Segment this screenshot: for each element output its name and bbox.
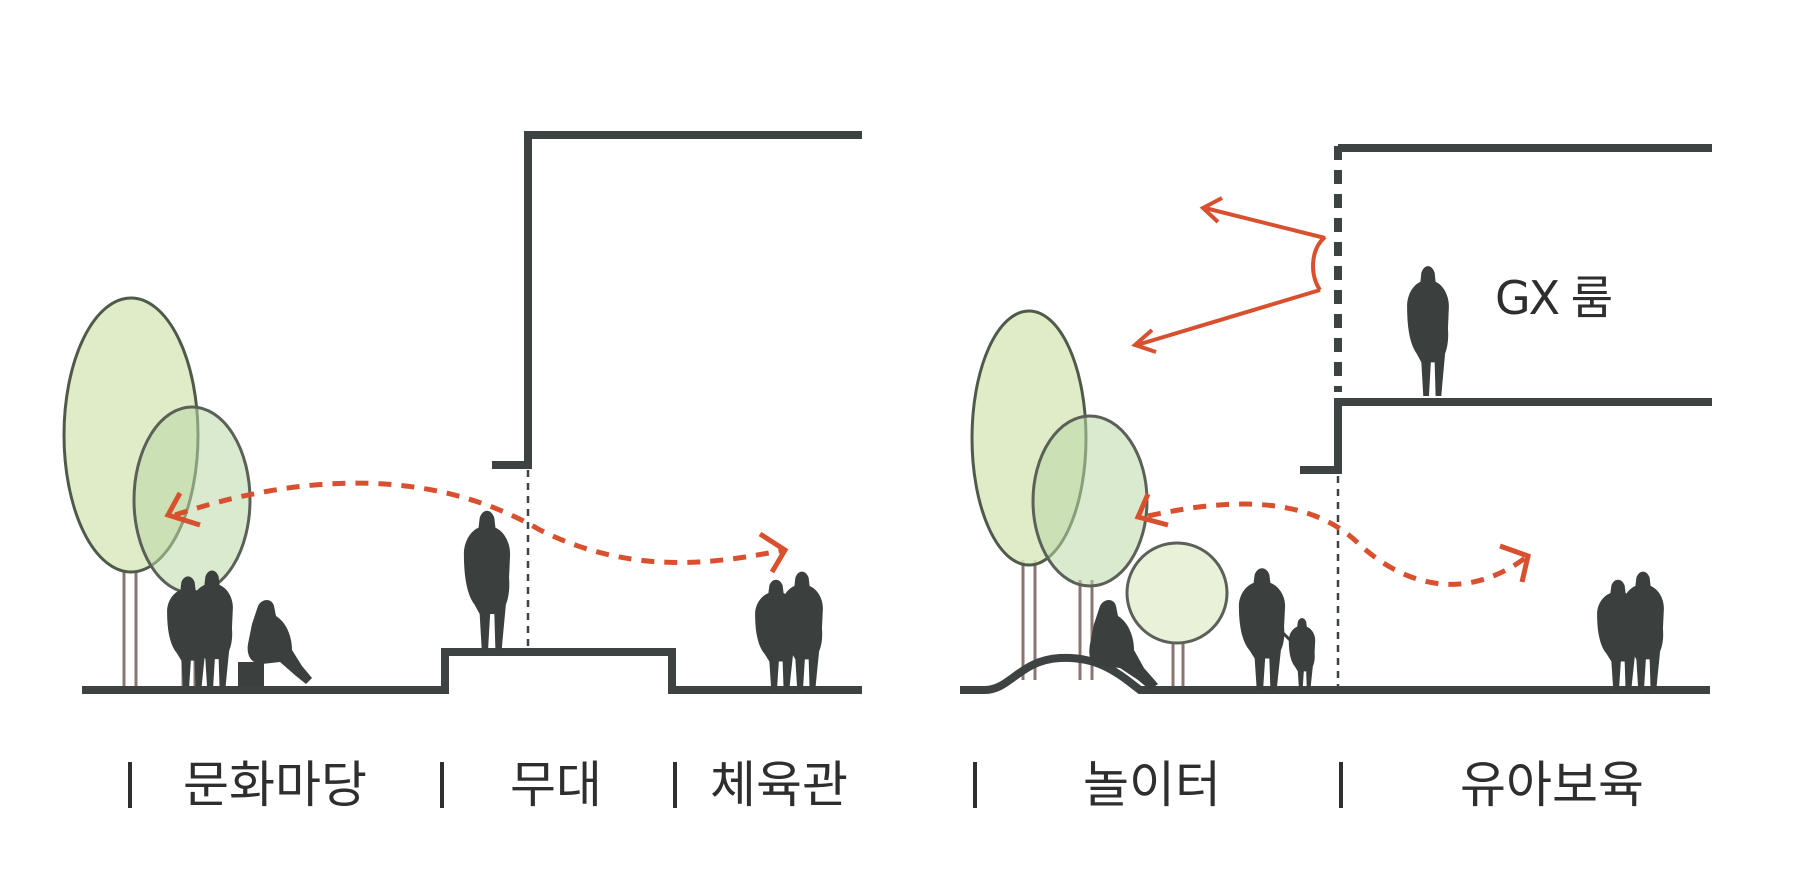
label-separator [1339, 762, 1343, 808]
people-gym [755, 571, 823, 690]
label-playground: 놀이터 [1083, 756, 1221, 814]
adult-and-child [1238, 568, 1316, 690]
label-stage: 무대 [510, 756, 602, 814]
label-culture-plaza: 문화마당 [183, 756, 367, 814]
interaction-arrow-left [164, 480, 789, 574]
view-arrows [1131, 196, 1327, 354]
label-childcare: 유아보육 [1460, 756, 1644, 814]
person-gx-room [1407, 266, 1449, 396]
person-sitting-left [238, 600, 312, 690]
label-separator [128, 762, 132, 808]
people-childcare [1597, 571, 1664, 690]
person-on-stage [463, 510, 511, 650]
label-gx-room: GX 룸 [1495, 271, 1613, 325]
label-separator [973, 762, 977, 808]
label-gym: 체육관 [710, 756, 848, 814]
label-separator [440, 762, 444, 808]
tree-right-round [1125, 541, 1229, 690]
interaction-arrow-right [1134, 493, 1531, 587]
label-separator [673, 762, 677, 808]
person-sitting-right [1089, 600, 1158, 690]
